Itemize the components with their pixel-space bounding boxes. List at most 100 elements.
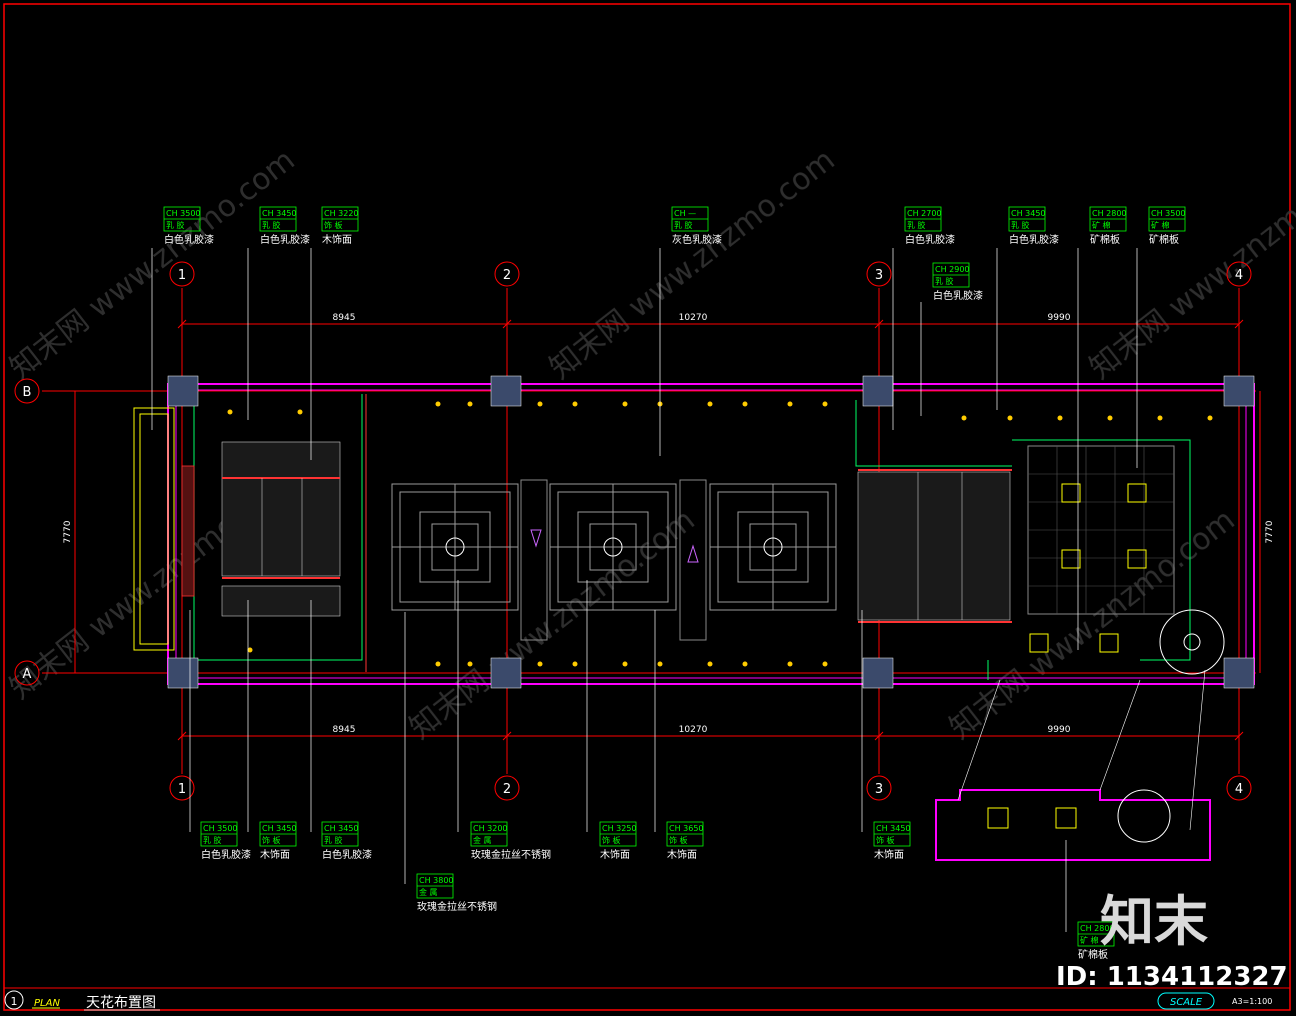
grid-label-3: 3: [875, 782, 883, 797]
grid-label-4: 4: [1235, 268, 1243, 283]
tag-code: CH 2800: [1092, 209, 1127, 218]
grid-label-4: 4: [1235, 782, 1243, 797]
left-room-ceiling: [181, 441, 341, 617]
dim-text: 10270: [679, 313, 708, 323]
tag-sub: 乳 胶: [262, 220, 281, 230]
tag-code: CH 3450: [262, 209, 297, 218]
grid-label-B: B: [23, 385, 32, 400]
dim-text: 9990: [1048, 313, 1071, 323]
tag-code: CH 3220: [324, 209, 359, 218]
watermark-group: 知末网 www.znzmo.com 知末网 www.znzmo.com 知末网 …: [3, 143, 1296, 747]
dim-text: 10270: [679, 725, 708, 735]
tag-material: 木饰面: [600, 848, 630, 861]
material-tag: CH 3800 金 属 玫瑰金拉丝不锈钢: [416, 873, 497, 913]
dim-text: 7770: [1265, 520, 1275, 543]
grid-label-A: A: [23, 667, 32, 682]
tag-code: CH 3250: [602, 824, 637, 833]
grid-label-2: 2: [503, 782, 511, 797]
tag-material: 矿棉板: [1078, 948, 1108, 961]
ceiling-panel-3: [709, 483, 837, 611]
grid-system: [14, 261, 1261, 801]
material-tag: CH 2700 乳 胶 白色乳胶漆: [904, 206, 955, 246]
tag-sub: 矿 棉: [1151, 220, 1170, 230]
tag-sub: 矿 棉: [1080, 935, 1099, 945]
tag-code: CH 3450: [262, 824, 297, 833]
tag-code: CH 2700: [907, 209, 942, 218]
drawing-title: 天花布置图: [86, 995, 156, 1011]
arrow-down-icon: [530, 529, 542, 548]
material-tag: CH 3500 乳 胶 白色乳胶漆: [163, 206, 214, 246]
tag-code: CH 3500: [1151, 209, 1186, 218]
downlight-group: [227, 401, 1213, 667]
tag-material: 灰色乳胶漆: [672, 233, 722, 246]
tag-sub: 饰 板: [669, 835, 688, 845]
dim-text: 8945: [333, 313, 356, 323]
watermark-text: 知末网 www.znzmo.com: [3, 143, 301, 387]
tag-sub: 乳 胶: [166, 220, 185, 230]
material-tag: CH 3450 饰 板 木饰面: [259, 821, 297, 861]
view-type: PLAN: [34, 998, 60, 1009]
tag-sub: 饰 板: [876, 835, 895, 845]
tag-material: 白色乳胶漆: [905, 233, 955, 246]
material-tag: CH 3200 金 属 玫瑰金拉丝不锈钢: [470, 821, 551, 861]
tag-sub: 乳 胶: [935, 276, 954, 286]
material-tag: CH 2900 乳 胶 白色乳胶漆: [932, 262, 983, 302]
tag-code: CH 3650: [669, 824, 704, 833]
tag-material: 白色乳胶漆: [1009, 233, 1059, 246]
watermark-text: 知末网 www.znzmo.com: [543, 143, 841, 387]
tag-code: CH 3500: [166, 209, 201, 218]
grid-label-1: 1: [178, 782, 186, 797]
tag-code: CH 3500: [203, 824, 238, 833]
arrow-up-icon: [687, 544, 699, 563]
material-tag: CH 3450 乳 胶 白色乳胶漆: [321, 821, 372, 861]
tag-material: 矿棉板: [1149, 233, 1179, 246]
tag-code: CH 3800: [419, 876, 454, 885]
dim-text: 8945: [333, 725, 356, 735]
tag-sub: 乳 胶: [907, 220, 926, 230]
site-logo: 知末: [1100, 890, 1208, 953]
tag-code: CH 3450: [876, 824, 911, 833]
tag-material: 白色乳胶漆: [933, 289, 983, 302]
tag-code: CH 2800: [1080, 924, 1115, 933]
material-tag: CH 3500 乳 胶 白色乳胶漆: [200, 821, 251, 861]
tag-material: 白色乳胶漆: [322, 848, 372, 861]
tag-sub: 饰 板: [262, 835, 281, 845]
material-tag: CH 3250 饰 板 木饰面: [599, 821, 637, 861]
watermark-text: 知末网 www.znzmo.com: [1083, 143, 1296, 387]
leader-lines-bottom: [189, 580, 1067, 932]
scale-label: SCALE: [1170, 997, 1203, 1008]
tag-sub: 饰 板: [324, 220, 343, 230]
tag-sub: 乳 胶: [324, 835, 343, 845]
tag-sub: 乳 胶: [203, 835, 222, 845]
leader-lines-top: [151, 248, 1138, 650]
tag-sub: 金 属: [419, 887, 438, 897]
tag-material: 白色乳胶漆: [164, 233, 214, 246]
material-tag: CH 3650 饰 板 木饰面: [666, 821, 704, 861]
tag-material: 木饰面: [667, 848, 697, 861]
material-tag: CH 3220 饰 板 木饰面: [321, 206, 359, 246]
material-tag: CH 3500 矿 棉 矿棉板: [1148, 206, 1186, 246]
material-tag: CH 3450 乳 胶 白色乳胶漆: [1008, 206, 1059, 246]
lower-annex: [935, 669, 1211, 861]
grid-label-2: 2: [503, 268, 511, 283]
tag-material: 白色乳胶漆: [260, 233, 310, 246]
title-block: 1 PLAN 天花布置图 SCALE A3=1:100: [4, 990, 1272, 1011]
tag-sub: 乳 胶: [1011, 220, 1030, 230]
tag-material: 玫瑰金拉丝不锈钢: [471, 848, 551, 861]
scale-value: A3=1:100: [1232, 997, 1272, 1006]
tag-material: 木饰面: [874, 848, 904, 861]
image-id: ID: 1134112327: [1056, 962, 1288, 992]
view-number: 1: [11, 995, 18, 1008]
tag-code: CH 3450: [324, 824, 359, 833]
grid-label-1: 1: [178, 268, 186, 283]
central-ceiling-pattern: [391, 479, 837, 641]
watermark-text: 知末网 www.znzmo.com: [403, 503, 701, 747]
ceiling-panel-2: [549, 483, 677, 611]
material-tag: CH 2800 矿 棉 矿棉板: [1089, 206, 1127, 246]
tag-sub: 矿 棉: [1092, 220, 1111, 230]
tag-code: CH —: [674, 209, 696, 218]
pendant-lights: [445, 537, 783, 557]
tag-material: 玫瑰金拉丝不锈钢: [417, 900, 497, 913]
material-tag: CH — 乳 胶 灰色乳胶漆: [671, 206, 722, 246]
